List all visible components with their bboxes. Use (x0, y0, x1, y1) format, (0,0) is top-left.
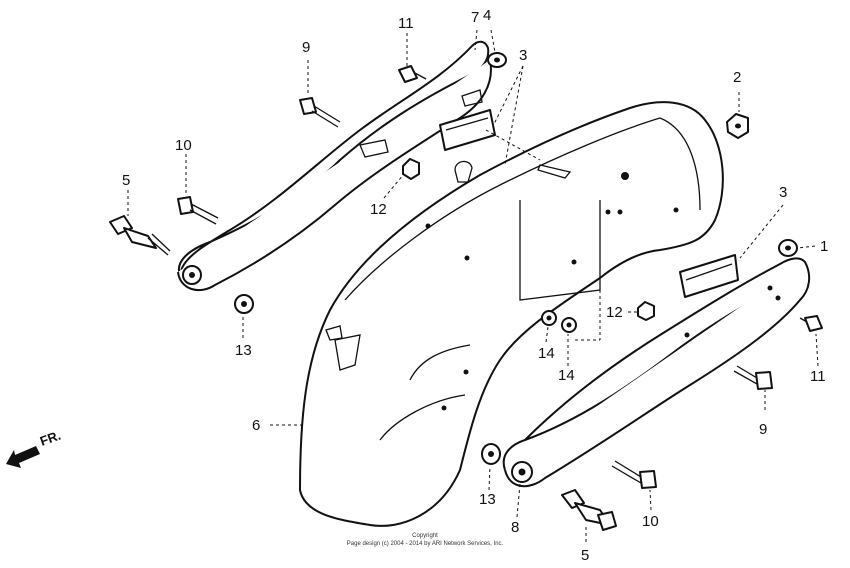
front-direction-indicator: FR. (6, 428, 63, 468)
grab-rail-left (177, 40, 492, 292)
reflector-lower (679, 254, 739, 298)
stud-5-upper (109, 215, 171, 256)
callout-6: 6 (252, 417, 260, 434)
callout-11-upper: 11 (398, 15, 414, 32)
collar-14-a (541, 310, 557, 326)
callout-14-b: 14 (558, 367, 575, 384)
callout-5-lower: 5 (581, 547, 589, 564)
grab-rail-right (502, 257, 811, 488)
callout-13-lower: 13 (479, 491, 496, 508)
bolt-11-lower (799, 315, 823, 332)
callout-numbers: 1 2 3 3 4 5 5 6 7 8 9 9 10 10 11 11 12 1… (122, 7, 828, 564)
callout-14-a: 14 (538, 345, 555, 362)
callout-11-lower: 11 (810, 368, 826, 385)
callout-2: 2 (733, 69, 741, 86)
callout-10-lower: 10 (642, 513, 659, 530)
washer-13-upper (234, 294, 254, 314)
leader-lines (127, 29, 819, 542)
collar-14-b (561, 317, 577, 333)
bolt-9-lower (733, 365, 773, 390)
callout-10-upper: 10 (175, 137, 192, 154)
copyright-line-2: Page design (c) 2004 - 2014 by ARI Netwo… (347, 541, 504, 547)
callout-12-lower: 12 (606, 304, 623, 321)
nut-2 (726, 113, 749, 139)
bolt-9-upper (299, 97, 341, 128)
nut-12-lower (637, 301, 655, 321)
bolt-11-upper (398, 65, 427, 83)
callout-7: 7 (471, 9, 479, 26)
stud-5-lower (561, 489, 617, 531)
front-arrow-icon (6, 446, 40, 468)
washer-13-lower (481, 443, 501, 465)
callout-3-upper: 3 (519, 47, 527, 64)
callout-13-upper: 13 (235, 342, 252, 359)
nut-12-upper (402, 158, 420, 180)
copyright-notice: Copyright Page design (c) 2004 - 2014 by… (347, 533, 504, 547)
callout-8: 8 (511, 519, 519, 536)
reflector-upper (439, 109, 496, 151)
copyright-line-1: Copyright (412, 533, 438, 539)
front-direction-label: FR. (38, 428, 63, 449)
bolt-10-upper (177, 196, 219, 225)
callout-12-upper: 12 (370, 201, 387, 218)
callout-9-lower: 9 (759, 421, 767, 438)
rear-fender (299, 101, 724, 527)
nut-1 (778, 239, 798, 257)
nut-4 (487, 52, 507, 68)
callout-3-lower: 3 (779, 184, 787, 201)
callout-5-upper: 5 (122, 172, 130, 189)
callout-4: 4 (483, 7, 491, 24)
bolt-10-lower (611, 460, 657, 489)
callout-9-upper: 9 (302, 39, 310, 56)
callout-1: 1 (820, 238, 828, 255)
